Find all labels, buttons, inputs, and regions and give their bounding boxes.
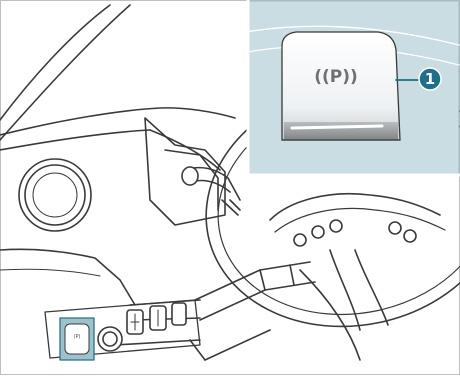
mini-p-symbol: (P) — [74, 334, 81, 340]
rocker-switch-3 — [172, 303, 186, 325]
parking-brake-symbol: ((P)) — [314, 67, 358, 87]
parking-brake-location: (P) — [60, 318, 94, 360]
dashboard-top — [0, 108, 235, 170]
zoom-inset: ((P)) 1 — [230, 1, 459, 175]
dashboard-lower-edge — [0, 249, 135, 305]
start-stop-button-icon — [98, 327, 122, 351]
steering-column-stalk — [182, 167, 240, 215]
callout-number: 1 — [425, 70, 435, 88]
center-console — [115, 262, 315, 360]
air-vent-icon — [19, 159, 91, 231]
